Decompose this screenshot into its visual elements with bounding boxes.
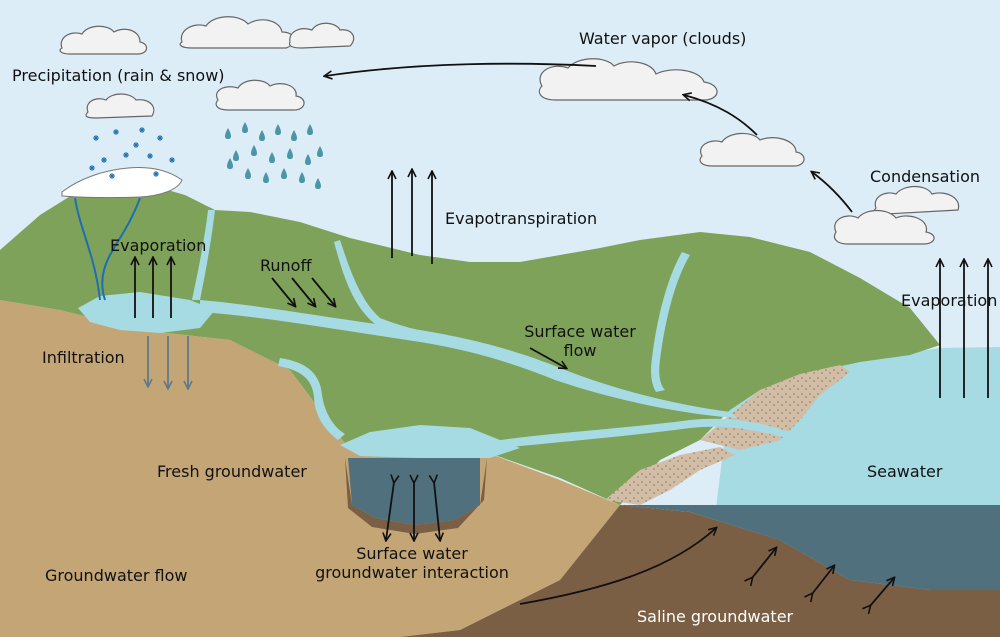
interaction-line-2: groundwater interaction [315,563,509,582]
snowflakes [89,127,175,179]
beach-lower [605,447,735,505]
cloud-2 [179,16,295,49]
runoff-label: Runoff [260,256,312,275]
runoff-arrow-3 [311,277,335,306]
seawater-label: Seawater [867,462,943,481]
saline-exchange-arrow-3 [870,578,894,606]
raindrop [263,172,269,183]
runoff-arrow-1 [271,277,295,306]
surface-flow-arrow [529,347,566,368]
evaporation-sea-label: Evaporation [901,291,998,310]
raindrop [299,172,305,183]
snowflake [157,135,163,141]
beach-upper [700,365,850,450]
interaction-arrow-3 [434,482,440,540]
saline-groundwater-label: Saline groundwater [637,607,794,626]
raindrop [305,154,311,165]
main-river [200,300,738,418]
snowflake [89,165,95,171]
mountain-stream-left [74,197,101,301]
groundwater-flow-arrow [519,528,716,605]
snowflake [169,157,175,163]
cloud-5 [85,93,155,119]
raindrop [259,130,265,141]
cloud-4 [215,79,305,111]
cloud-7 [699,132,805,167]
raindrop [287,148,293,159]
snowflake [113,129,119,135]
snowflake [147,153,153,159]
surface-water-flow-label: Surface water flow [520,322,640,360]
fresh-groundwater-label: Fresh groundwater [157,462,307,481]
lowland-lake [340,425,520,458]
mountain-lake [78,292,215,333]
raindrop [245,168,251,179]
mountain-stream-right [101,197,141,301]
precipitation-label: Precipitation (rain & snow) [12,66,225,85]
snowflake [153,171,159,177]
raindrop [251,145,257,156]
raindrops [225,122,323,189]
groundwater-flow-label: Groundwater flow [45,566,188,585]
raindrop [233,150,239,161]
raindrop [315,178,321,189]
snowflake [139,127,145,133]
surface-water-flow-line-2: flow [563,341,597,360]
tributary-mountain [192,210,215,300]
vapor-transport-arrow [325,62,597,76]
tributary-right [651,252,690,392]
deep-soil-layer [400,505,1000,637]
raindrop [227,158,233,169]
interaction-arrow-1 [386,482,394,540]
surface-water-flow-line-1: Surface water [524,322,636,341]
saline-water-layer [620,505,1000,590]
evaporation-land-label: Evaporation [110,236,207,255]
cloud-6 [538,58,718,101]
surface-groundwater-interaction-label: Surface water groundwater interaction [312,544,512,582]
snowflake [133,142,139,148]
cloud-1 [59,25,148,55]
raindrop [291,130,297,141]
snowflake [93,135,99,141]
infiltration-label: Infiltration [42,348,125,367]
runoff-arrow-2 [291,277,315,306]
cloud-9 [833,209,935,245]
lower-river [278,358,345,440]
interaction-line-1: Surface water [356,544,468,563]
snow-cap [61,167,183,199]
cloud-3 [288,22,355,49]
saline-exchange-arrow-1 [752,548,776,578]
delta-channel [500,418,790,448]
evapotranspiration-label: Evapotranspiration [445,209,598,228]
snowflake [101,157,107,163]
snowflake [123,152,129,158]
condensation-arrow-upper [684,95,758,136]
infiltration-arrows [148,336,188,388]
raindrop [242,122,248,133]
raindrop [225,128,231,139]
water-vapor-label: Water vapor (clouds) [579,29,747,48]
raindrop [317,146,323,157]
fresh-groundwater-soil [0,300,620,637]
condensation-label: Condensation [870,167,981,186]
condensation-arrow-lower [812,172,853,213]
saline-exchange-arrow-2 [812,566,834,594]
raindrop [281,168,287,179]
snowflake [109,173,115,179]
clouds [59,16,960,245]
raindrop [275,124,281,135]
raindrop [269,152,275,163]
raindrop [307,124,313,135]
flow-arrows [135,62,988,606]
